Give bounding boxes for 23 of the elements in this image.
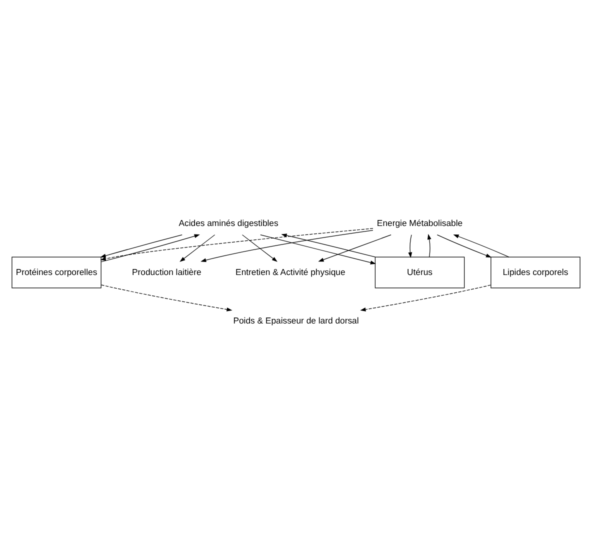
node-box: Protéines corporelles xyxy=(12,256,102,288)
arrow xyxy=(200,230,374,262)
node-text: Production laitière xyxy=(132,266,202,277)
arrow xyxy=(436,234,492,258)
node-text: Entretien & Activité physique xyxy=(236,266,346,277)
arrow xyxy=(242,234,278,262)
arrow xyxy=(318,234,392,262)
arrow xyxy=(408,234,412,258)
node-text: Poids & Epaisseur de lard dorsal xyxy=(233,316,359,326)
arrow xyxy=(427,234,432,258)
node-box: Lipides corporels xyxy=(490,256,580,288)
arrow xyxy=(100,284,232,312)
arrow xyxy=(453,234,510,258)
node-box: Utérus xyxy=(374,256,465,288)
arrow xyxy=(180,234,216,262)
arrow xyxy=(100,234,182,258)
arrow xyxy=(100,228,374,261)
node-text: Energie Métabolisable xyxy=(376,218,463,228)
arrow xyxy=(281,234,376,258)
arrow xyxy=(260,234,376,264)
arrow xyxy=(360,284,492,312)
arrow xyxy=(100,234,200,262)
node-text: Acides aminés digestibles xyxy=(178,218,278,228)
